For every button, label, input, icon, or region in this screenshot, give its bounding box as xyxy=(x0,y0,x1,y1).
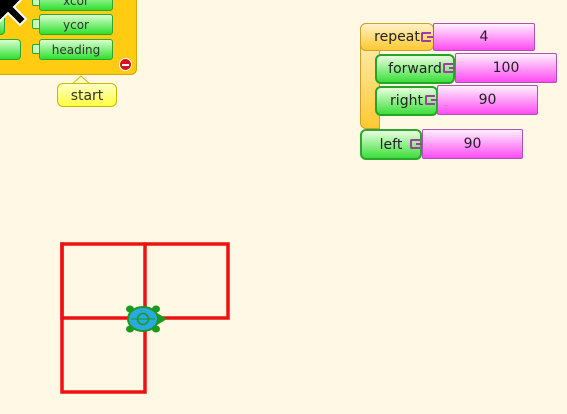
turtle-icon xyxy=(126,305,167,333)
start-button-label: start xyxy=(70,88,104,104)
repeat-block-label: repeat xyxy=(374,29,420,45)
forward-block[interactable]: forward xyxy=(375,54,455,84)
left-angle-value: 90 xyxy=(463,136,482,152)
number-socket-plug xyxy=(410,139,422,149)
repeat-block[interactable]: repeat xyxy=(360,23,434,51)
number-socket-plug xyxy=(425,95,437,105)
minus-circle-icon[interactable] xyxy=(119,58,132,71)
left-angle-input[interactable]: 90 xyxy=(422,129,523,159)
right-block[interactable]: right xyxy=(375,86,438,116)
repeat-count-value: 4 xyxy=(479,29,489,45)
palette-stub xyxy=(0,39,21,60)
palette-block-xcor[interactable]: xcor xyxy=(39,0,113,11)
left-block[interactable]: left xyxy=(360,129,422,160)
forward-block-label: forward xyxy=(388,61,442,77)
palette-panel: xcor ycor heading xyxy=(0,0,137,75)
left-block-label: left xyxy=(379,136,403,153)
number-socket-plug xyxy=(443,63,455,73)
palette-plug xyxy=(32,44,39,54)
right-block-label: right xyxy=(390,93,423,109)
palette-block-label: xcor xyxy=(63,0,89,8)
start-button[interactable]: start xyxy=(57,83,117,107)
palette-block-ycor[interactable]: ycor xyxy=(39,14,113,35)
palette-block-label: heading xyxy=(51,43,101,57)
palette-block-label: ycor xyxy=(63,18,89,32)
palette-block-heading[interactable]: heading xyxy=(39,39,113,60)
forward-distance-value: 100 xyxy=(492,60,520,76)
right-angle-input[interactable]: 90 xyxy=(437,85,538,115)
start-block-notch xyxy=(71,75,91,85)
palette-plug xyxy=(32,19,39,29)
forward-distance-input[interactable]: 100 xyxy=(455,53,557,83)
repeat-count-input[interactable]: 4 xyxy=(433,23,535,51)
right-angle-value: 90 xyxy=(478,92,497,108)
palette-plug xyxy=(32,0,39,6)
number-socket-plug xyxy=(421,32,433,42)
arrow-cursor-icon xyxy=(0,0,28,27)
